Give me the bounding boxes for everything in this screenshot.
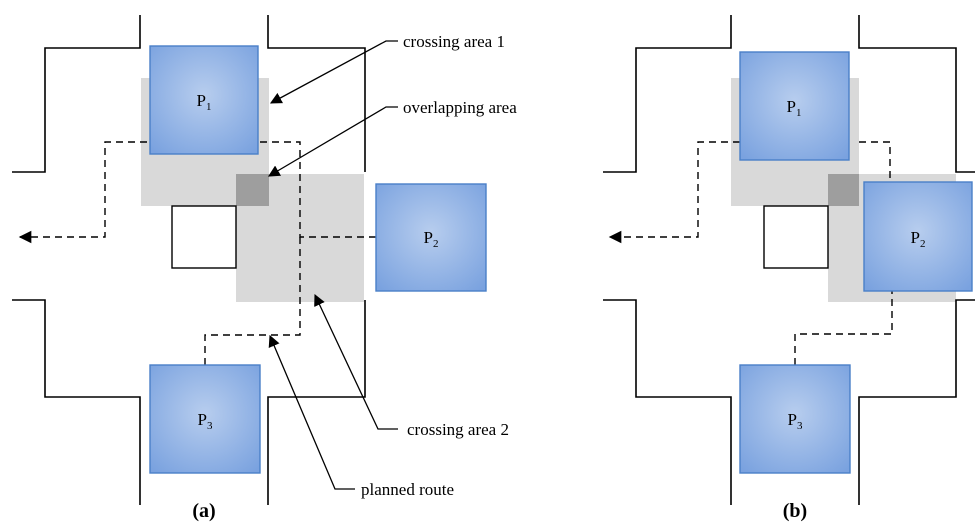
planned-route-p3 (204, 237, 301, 365)
panel-b: P1 P2 P3 (b) (603, 15, 975, 522)
robot-p3: P3 (149, 364, 261, 474)
wall-bottom-left-b (603, 299, 732, 505)
robot-p1-b-sub: 1 (796, 107, 802, 119)
wall-top-left-b (603, 15, 732, 173)
robot-p1-b: P1 (739, 51, 850, 161)
caption-a: (a) (192, 500, 215, 522)
svg-text:P1: P1 (197, 91, 212, 113)
svg-text:P2: P2 (424, 228, 439, 250)
wall-bottom-right (267, 300, 366, 505)
robot-p2-b: P2 (863, 181, 973, 292)
robot-p2-letter: P (424, 228, 433, 247)
robot-p3-sub: 3 (207, 420, 213, 432)
planned-route-p3-b (794, 291, 893, 365)
label-crossing-area-2: crossing area 2 (407, 420, 509, 439)
robot-p3-letter: P (198, 410, 207, 429)
panel-a: P1 P2 P3 crossing area 1 overlapping are… (12, 15, 517, 522)
obstacle-b (763, 205, 829, 269)
label-planned-route: planned route (361, 480, 454, 499)
planned-route-b (859, 141, 891, 184)
wall-bottom-right-b (858, 299, 975, 505)
robot-p1: P1 (149, 45, 259, 155)
leader-crossing-area-2 (314, 293, 398, 430)
leader-crossing-area-1 (269, 40, 398, 104)
obstacle (171, 205, 237, 269)
wall-top-left (12, 15, 141, 173)
svg-text:P1: P1 (787, 97, 802, 119)
robot-p1-b-letter: P (787, 97, 796, 116)
robot-p2: P2 (375, 183, 487, 292)
robot-p3-b-letter: P (788, 410, 797, 429)
label-crossing-area-1: crossing area 1 (403, 32, 505, 51)
wall-bottom-left (12, 299, 141, 505)
robot-p1-letter: P (197, 91, 206, 110)
planned-route-main-b (608, 141, 740, 244)
leader-overlapping-area (267, 106, 398, 177)
robot-p2-b-letter: P (911, 228, 920, 247)
wall-top-right (267, 15, 366, 172)
overlapping-area-b (828, 174, 859, 206)
robot-p3-b: P3 (739, 364, 851, 474)
svg-text:P3: P3 (788, 410, 803, 432)
wall-top-right-b (858, 15, 975, 173)
robot-p2-sub: 2 (433, 238, 439, 250)
caption-b: (b) (783, 500, 807, 522)
robot-p3-b-sub: 3 (797, 420, 803, 432)
leader-planned-route (268, 334, 355, 490)
robot-p2-b-sub: 2 (920, 238, 926, 250)
label-overlapping-area: overlapping area (403, 98, 517, 117)
overlapping-area (236, 174, 269, 206)
svg-text:P3: P3 (198, 410, 213, 432)
svg-text:P2: P2 (911, 228, 926, 250)
robot-p1-sub: 1 (206, 101, 212, 113)
